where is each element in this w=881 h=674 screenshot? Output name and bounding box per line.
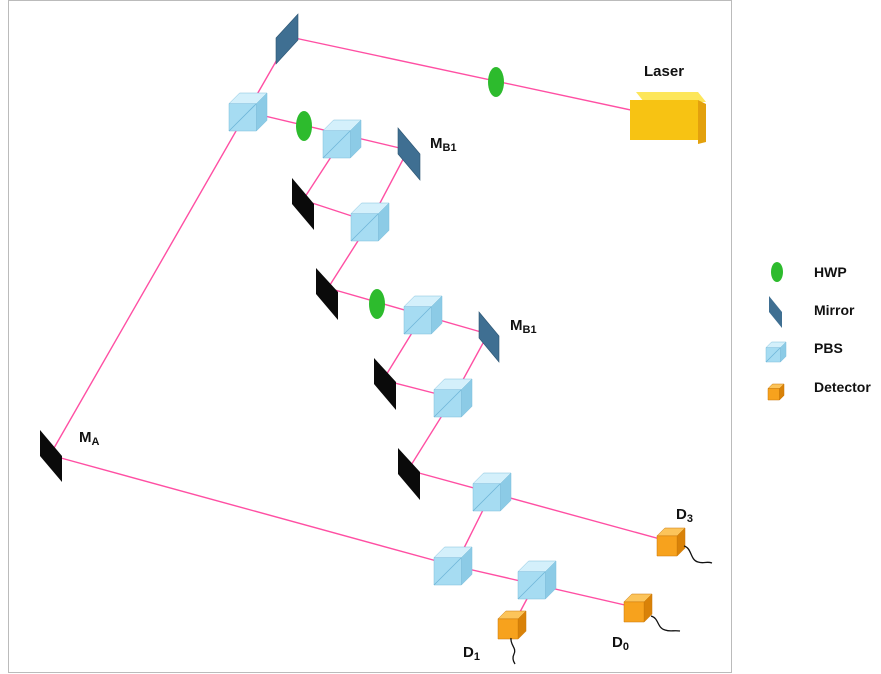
mirror-black-4	[398, 448, 420, 500]
detectors	[497, 527, 686, 640]
fiber-d3	[683, 545, 713, 564]
detector-cube	[497, 610, 527, 640]
legend-detector-label: Detector	[814, 379, 871, 395]
detector-cube-front	[623, 601, 645, 623]
pbs-cube-split	[403, 306, 432, 335]
pbs-cube-side	[545, 560, 557, 600]
blue-mirrors	[275, 13, 500, 363]
hwp-row1	[296, 111, 312, 141]
laser-side-face	[698, 100, 706, 144]
beam-ma-to-bottom-pbs	[49, 454, 456, 567]
fiber-d0	[650, 615, 681, 632]
mirror-top	[275, 13, 299, 65]
pbs-cube-side	[461, 546, 473, 586]
pbs-cube-side	[378, 202, 390, 242]
pbs-cube-side	[256, 92, 268, 132]
legend-detector-cube	[767, 383, 785, 401]
mirror-black-3	[374, 358, 396, 410]
detector-cube	[656, 527, 686, 557]
mirror-label-ma: MA	[79, 429, 100, 448]
detector-fibers	[510, 545, 713, 665]
pbs-cube	[228, 92, 268, 132]
pbs-cube-split	[517, 571, 546, 600]
legend-pbs-cube-split	[765, 347, 781, 363]
pbs-cube	[472, 472, 512, 512]
hwp-row3	[369, 289, 385, 319]
pbs-cube-side	[350, 119, 362, 159]
beam-row5-to-d3	[407, 469, 672, 543]
laser	[630, 92, 706, 144]
detector-label-d3: D3	[676, 506, 693, 525]
detector-cube-front	[497, 618, 519, 640]
pbs-cube-side	[461, 378, 473, 418]
fiber-d1	[510, 637, 516, 665]
detector-cube-side	[517, 610, 527, 640]
mirror-label-mb1-mid: MB1	[510, 317, 537, 336]
pbs-cube	[433, 546, 473, 586]
detector-cube-front	[656, 535, 678, 557]
legend-pbs-cube	[765, 341, 787, 363]
laser-label: Laser	[644, 63, 684, 80]
mirror-black-1	[292, 178, 314, 230]
pbs-cubes	[228, 92, 557, 600]
pbs-cube-split	[228, 103, 257, 132]
pbs-cube-split	[433, 557, 462, 586]
black-mirrors	[40, 178, 420, 500]
detector-cube	[623, 593, 653, 623]
legend: HWP Mirror PBS Detector	[765, 262, 871, 401]
mirror-mb1-mid	[478, 311, 500, 363]
beam-laser-to-top-mirror	[289, 36, 669, 119]
legend-pbs-label: PBS	[814, 340, 843, 356]
legend-hwp-label: HWP	[814, 264, 847, 280]
pbs-cube	[350, 202, 390, 242]
legend-mirror-icon	[769, 296, 782, 328]
detector-label-d1: D1	[463, 644, 480, 663]
legend-detector-cube-front	[767, 388, 780, 401]
detector-label-d0: D0	[612, 634, 629, 653]
mirror-ma	[40, 430, 62, 482]
pbs-cube	[517, 560, 557, 600]
legend-detector-icon	[767, 383, 785, 401]
pbs-cube	[322, 119, 362, 159]
mirror-mb1-top	[397, 127, 421, 181]
detector-cube-side	[643, 593, 653, 623]
pbs-cube-split	[433, 389, 462, 418]
laser-front-face	[630, 100, 698, 140]
pbs-cube	[403, 295, 443, 335]
pbs-cube-side	[431, 295, 443, 335]
detector-cube-side	[676, 527, 686, 557]
pbs-cube-split	[322, 130, 351, 159]
pbs-cube-side	[500, 472, 512, 512]
legend-mirror-label: Mirror	[814, 302, 855, 318]
pbs-cube	[433, 378, 473, 418]
mirror-label-mb1-top: MB1	[430, 135, 457, 154]
legend-hwp-icon	[771, 262, 783, 282]
mirror-black-2	[316, 268, 338, 320]
legend-detector-cube-side	[779, 383, 785, 401]
legend-pbs-icon	[765, 341, 787, 363]
legend-pbs-cube-side	[780, 341, 787, 363]
pbs-cube-split	[350, 213, 379, 242]
laser-top-face	[636, 92, 706, 102]
pbs-cube-split	[472, 483, 501, 512]
hwp-laser-path	[488, 67, 504, 97]
diagram-panel-frame	[8, 0, 732, 673]
